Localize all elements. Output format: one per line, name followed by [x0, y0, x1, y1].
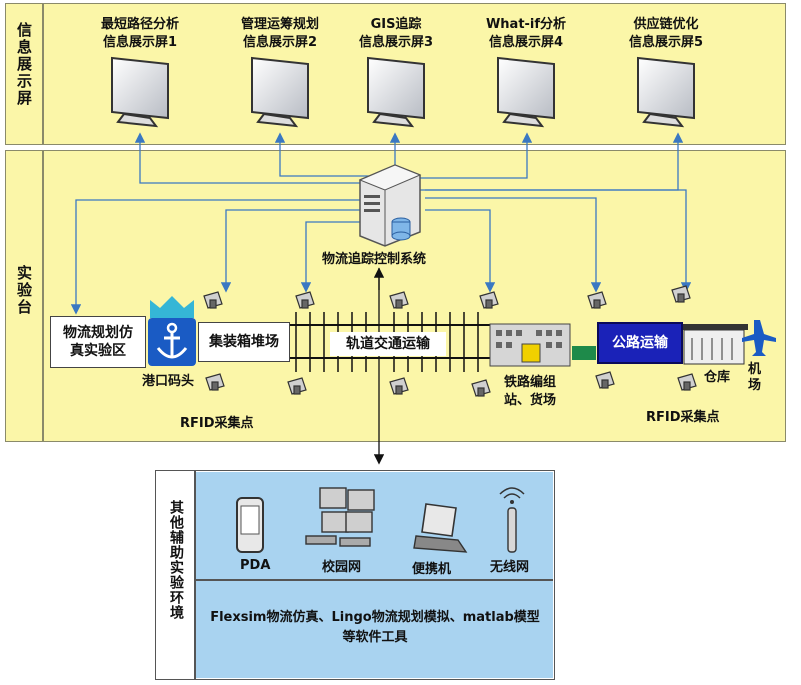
- device-label-wireless: 无线网: [490, 560, 530, 575]
- rail-transport-box: 轨道交通运输: [330, 332, 446, 356]
- screen-title: 最短路径分析: [100, 17, 179, 32]
- monitor-icon: [251, 56, 309, 128]
- airport-label: 机场: [748, 362, 762, 393]
- planning-zone-label: 物流规划仿真实验区: [63, 325, 133, 359]
- anchor-icon: [148, 296, 196, 366]
- rail-station-label: 铁路编组站、货场: [503, 375, 556, 408]
- software-tools-text: Flexsim物流仿真、Lingo物流规划模拟、matlab模型等软件工具: [210, 610, 540, 645]
- laptop-icon: [413, 503, 468, 553]
- device-label-laptop: 便携机: [412, 562, 452, 577]
- screen-title: GIS追踪: [370, 17, 422, 32]
- screen-subtitle: 信息展示屏4: [488, 35, 564, 50]
- monitor-icon: [497, 56, 555, 128]
- road-transport-label: 公路运输: [612, 335, 668, 351]
- rfid-label-left: RFID采集点: [180, 416, 254, 431]
- rfid-reader-icon: [203, 285, 697, 397]
- screen-subtitle: 信息展示屏1: [102, 35, 178, 50]
- container-yard-label: 集装箱堆场: [209, 334, 279, 350]
- lab-platform-divider: [42, 150, 44, 442]
- server-to-screen-connectors: [70, 132, 692, 315]
- screen-caption-3: GIS追踪 信息展示屏3: [336, 16, 456, 52]
- screen-title: 管理运筹规划: [240, 17, 319, 32]
- monitor-icon: [111, 56, 169, 128]
- aux-env-divider-v: [194, 470, 196, 680]
- warehouse-label: 仓库: [704, 370, 731, 385]
- screen-title: What-if分析: [485, 17, 567, 32]
- server-icon: [358, 164, 422, 247]
- rfid-label-right: RFID采集点: [646, 410, 720, 425]
- rail-transport-label: 轨道交通运输: [346, 336, 430, 352]
- campus-network-icon: [305, 487, 375, 547]
- port-label: 港口码头: [142, 374, 195, 389]
- container-yard-box: 集装箱堆场: [198, 322, 290, 362]
- screen-title: 供应链优化: [633, 17, 699, 32]
- screen-subtitle: 信息展示屏5: [628, 35, 704, 50]
- screen-caption-2: 管理运筹规划 信息展示屏2: [220, 16, 340, 52]
- monitor-icon: [367, 56, 425, 128]
- screen-caption-4: What-if分析 信息展示屏4: [466, 16, 586, 52]
- monitor-icon: [637, 56, 695, 128]
- airplane-icon: [742, 320, 776, 356]
- road-transport-box: 公路运输: [597, 322, 683, 364]
- info-display-section-label: 信息展示屏: [15, 22, 33, 107]
- device-label-campus-network: 校园网: [322, 560, 362, 575]
- screen-caption-1: 最短路径分析 信息展示屏1: [80, 16, 200, 52]
- aux-env-section-label: 其他辅助实验环境: [168, 500, 184, 620]
- device-label-pda: PDA: [240, 558, 271, 573]
- pda-icon: [236, 497, 264, 553]
- station-building-icon: [489, 323, 596, 367]
- aux-env-divider-h: [195, 579, 553, 581]
- info-display-divider: [42, 3, 44, 145]
- screen-subtitle: 信息展示屏3: [358, 35, 434, 50]
- screen-caption-5: 供应链优化 信息展示屏5: [606, 16, 726, 52]
- server-label: 物流追踪控制系统: [322, 252, 427, 267]
- wireless-icon: [499, 487, 525, 553]
- planning-zone-box: 物流规划仿真实验区: [50, 316, 146, 368]
- lab-platform-section-label: 实验台: [15, 265, 33, 316]
- warehouse-icon: [680, 324, 748, 365]
- screen-subtitle: 信息展示屏2: [242, 35, 318, 50]
